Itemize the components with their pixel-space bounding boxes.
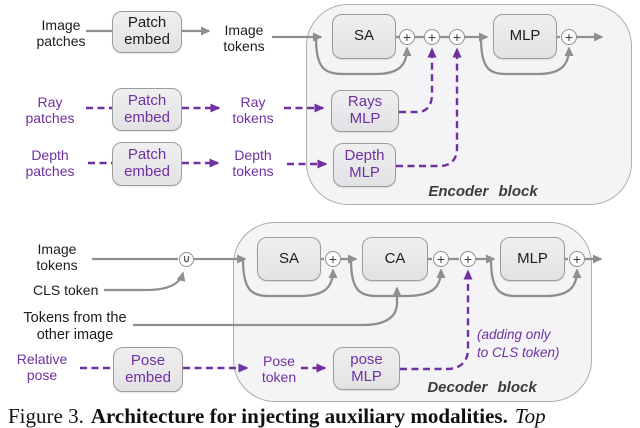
encoder-sa-box: SA (332, 14, 396, 59)
decoder-sa-box: SA (257, 237, 321, 281)
connector-encoder-sa-skip (314, 37, 412, 76)
decoder-ca-box: CA (362, 237, 428, 281)
patch-embed-ray-box: Patch embed (112, 88, 182, 131)
depth-tokens-label: Depth tokens (232, 147, 274, 180)
encoder-add-icon-4: + (561, 29, 577, 45)
encoder-mlp-box: MLP (493, 14, 557, 59)
caption-figure-number: Figure 3. (8, 404, 84, 428)
connector-decoder-ca-skip (349, 259, 446, 298)
connector-depthmlp-to-add (396, 47, 462, 168)
patch-embed-depth-box: Patch embed (112, 142, 182, 186)
depth-mlp-box: Depth MLP (333, 143, 396, 187)
union-icon: ∪ (179, 252, 194, 267)
tokens-from-other-image-label: Tokens from the other image (23, 310, 127, 343)
decoder-block-label: Decoder block (427, 379, 537, 396)
encoder-add-icon-2: + (424, 29, 440, 45)
connector-decoder-sa-skip (241, 259, 338, 298)
depth-patches-label: Depth patches (25, 147, 75, 180)
decoder-mlp-box: MLP (500, 237, 565, 281)
cls-token-note: (adding only to CLS token) (477, 327, 560, 360)
connector-cls-to-union (104, 271, 186, 292)
encoder-add-icon-3: + (449, 29, 465, 45)
connector-raysmlp-to-add (399, 47, 437, 114)
encoder-block-label: Encoder block (428, 183, 538, 200)
connector-decoder-mlp-skip (489, 259, 582, 298)
caption-title: Architecture for injecting auxiliary mod… (90, 404, 508, 428)
connector-other-tokens-to-ca (133, 286, 402, 327)
figure-caption: Figure 3.Architecture for injecting auxi… (8, 404, 640, 428)
image-tokens-label: Image tokens (223, 22, 265, 55)
image-patches-label: Image patches (36, 17, 86, 50)
encoder-add-icon-1: + (399, 29, 415, 45)
patch-embed-image-box: Patch embed (112, 11, 182, 53)
caption-tail: Top (514, 404, 546, 428)
pose-mlp-box: pose MLP (333, 347, 400, 390)
decoder-image-tokens-label: Image tokens (36, 241, 78, 274)
connector-posemlp-to-add (400, 269, 473, 371)
decoder-add-icon-4: + (569, 251, 585, 267)
pose-token-label: Pose token (261, 353, 297, 386)
decoder-add-icon-1: + (325, 251, 341, 267)
connector-encoder-mlp-skip (479, 37, 574, 76)
rays-mlp-box: Rays MLP (331, 90, 399, 132)
pose-embed-box: Pose embed (113, 347, 183, 392)
ray-tokens-label: Ray tokens (232, 94, 274, 127)
decoder-add-icon-2: + (433, 251, 449, 267)
decoder-add-icon-3: + (460, 251, 476, 267)
ray-patches-label: Ray patches (25, 94, 75, 127)
relative-pose-label: Relative pose (16, 351, 68, 384)
cls-token-label: CLS token (33, 282, 99, 298)
